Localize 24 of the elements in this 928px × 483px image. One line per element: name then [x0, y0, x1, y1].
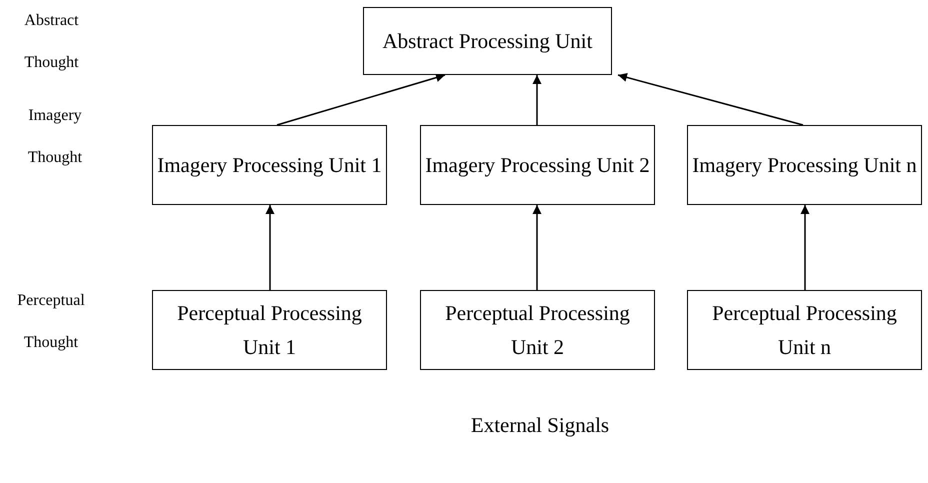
arrow [532, 75, 542, 125]
unit-label: Perceptual Processing Unit 2 [444, 300, 631, 361]
processing-unit-box [420, 290, 655, 370]
unit-label: Imagery Processing Unit 2 [425, 152, 650, 179]
unit-label: Imagery Processing Unit 1 [157, 152, 382, 179]
level-label: Perceptual Thought [16, 291, 86, 353]
level-label: Imagery Thought [26, 106, 84, 168]
arrow [618, 73, 804, 126]
processing-unit-box [687, 290, 922, 370]
input-label: External Signals [470, 412, 610, 439]
processing-unit-box [687, 125, 922, 205]
processing-unit-box [152, 125, 387, 205]
arrow [266, 205, 274, 290]
arrow [532, 205, 542, 290]
unit-label: Perceptual Processing Unit n [711, 300, 898, 361]
unit-label: Imagery Processing Unit n [692, 152, 917, 179]
level-label: Abstract Thought [23, 11, 80, 73]
processing-unit-box [152, 290, 387, 370]
unit-label: Perceptual Processing Unit 1 [176, 300, 363, 361]
unit-label: Abstract Processing Unit [382, 28, 592, 55]
arrow [800, 205, 810, 290]
processing-unit-box [420, 125, 655, 205]
arrow [276, 73, 446, 126]
processing-unit-box [363, 7, 612, 75]
